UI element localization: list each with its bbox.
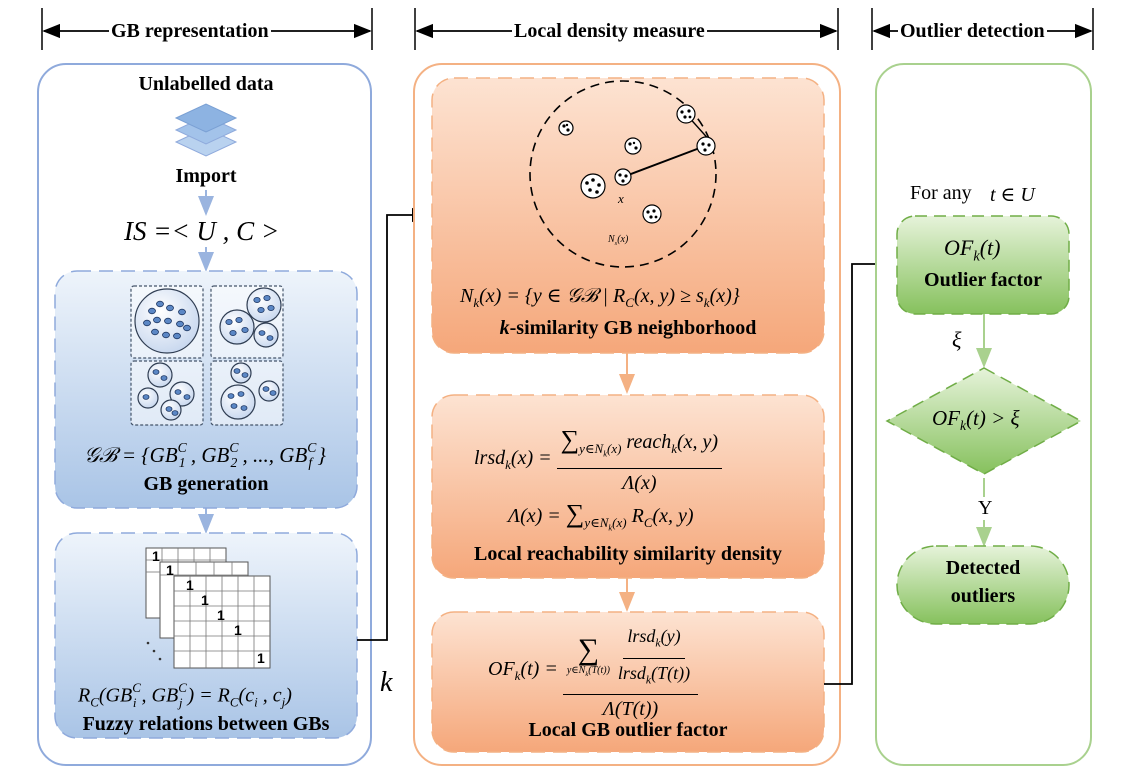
gb-set-formula: 𝒢ℬ = {GBC1 , GBC2 , ..., GBCf } xyxy=(84,440,326,471)
outlier-factor-title: Local GB outlier factor xyxy=(528,719,728,741)
neighborhood-small-label: Ns(x) xyxy=(608,234,629,247)
density-title: Local reachability similarity density xyxy=(474,543,782,565)
neighborhood-title: k-similarity GB neighborhood xyxy=(499,317,757,339)
matrix-diag-1: 1 xyxy=(152,548,160,564)
detected-label-line1: Detected xyxy=(945,557,1021,579)
information-system-formula: IS =< U , C > xyxy=(124,216,280,246)
import-label: Import xyxy=(175,165,237,187)
decision-diamond xyxy=(885,367,1083,475)
matrix-diag-5: 1 xyxy=(217,607,225,623)
matrix-diag-2: 1 xyxy=(166,562,174,578)
k-parameter-label: k xyxy=(380,667,393,698)
outlier-factor-box xyxy=(431,611,825,753)
of-box-formula: OFk(t) xyxy=(944,235,1001,265)
fuzzy-relation-formula: RC(GBCi , GBCj ) = RC(ci , cj) xyxy=(78,680,292,710)
detected-outliers-box xyxy=(896,545,1070,625)
matrix-diag-6: 1 xyxy=(234,622,242,638)
x-label: x xyxy=(618,191,624,206)
xi-label: ξ xyxy=(952,327,962,352)
header-dividers xyxy=(41,8,1094,50)
fuzzy-relations-label: Fuzzy relations between GBs xyxy=(82,713,330,735)
matrix-diag-4: 1 xyxy=(201,592,209,608)
fuzzy-matrix-grid xyxy=(146,548,270,668)
unlabelled-data-label: Unlabelled data xyxy=(138,73,274,95)
k-connector-arrow xyxy=(357,207,430,641)
gb-generation-label: GB generation xyxy=(143,473,269,495)
matrix-ellipsis xyxy=(146,641,162,661)
of-box-label: Outlier factor xyxy=(924,269,1042,291)
layers-icon xyxy=(174,103,238,157)
neighborhood-formula: Nk(x) = {y ∈ 𝒢ℬ | RC(x, y) ≥ sk(x)} xyxy=(460,285,740,310)
t-in-u-formula: t ∈ U xyxy=(990,184,1035,206)
neighborhood-illustration xyxy=(529,80,717,268)
density-box xyxy=(431,394,825,579)
section-header-local-density: Local density measure xyxy=(512,20,707,42)
lrsd-formula: lrsdk(x) = ∑y∈Nk(x) reachk(x, y) Λ(x) xyxy=(474,427,723,495)
diamond-formula: OFk(t) > ξ xyxy=(932,406,1020,434)
section-header-gb-representation: GB representation xyxy=(109,20,271,42)
of-denominator: Λ(T(t)) xyxy=(602,698,659,721)
right-connector-arrow xyxy=(824,256,897,685)
granular-balls-grid xyxy=(130,285,284,426)
of-sum-symbol: ∑ xyxy=(577,633,600,667)
section-header-outlier-detection: Outlier detection xyxy=(898,20,1047,42)
outlier-factor-formula: OFk(t) = ∑ y∈Nk(T(t)) lrsdk(y) lrsdk(T(t… xyxy=(488,624,699,721)
lrsd-denominator: Λ(x) xyxy=(622,471,657,494)
of-box xyxy=(896,215,1070,315)
for-any-label: For any xyxy=(910,182,972,204)
yes-label: Y xyxy=(978,497,993,519)
lambda-formula: Λ(x) = ∑y∈Nk(x) RC(x, y) xyxy=(508,499,694,533)
detected-label-line2: outliers xyxy=(950,585,1016,607)
matrix-diag-7: 1 xyxy=(257,650,265,666)
matrix-diag-3: 1 xyxy=(186,577,194,593)
